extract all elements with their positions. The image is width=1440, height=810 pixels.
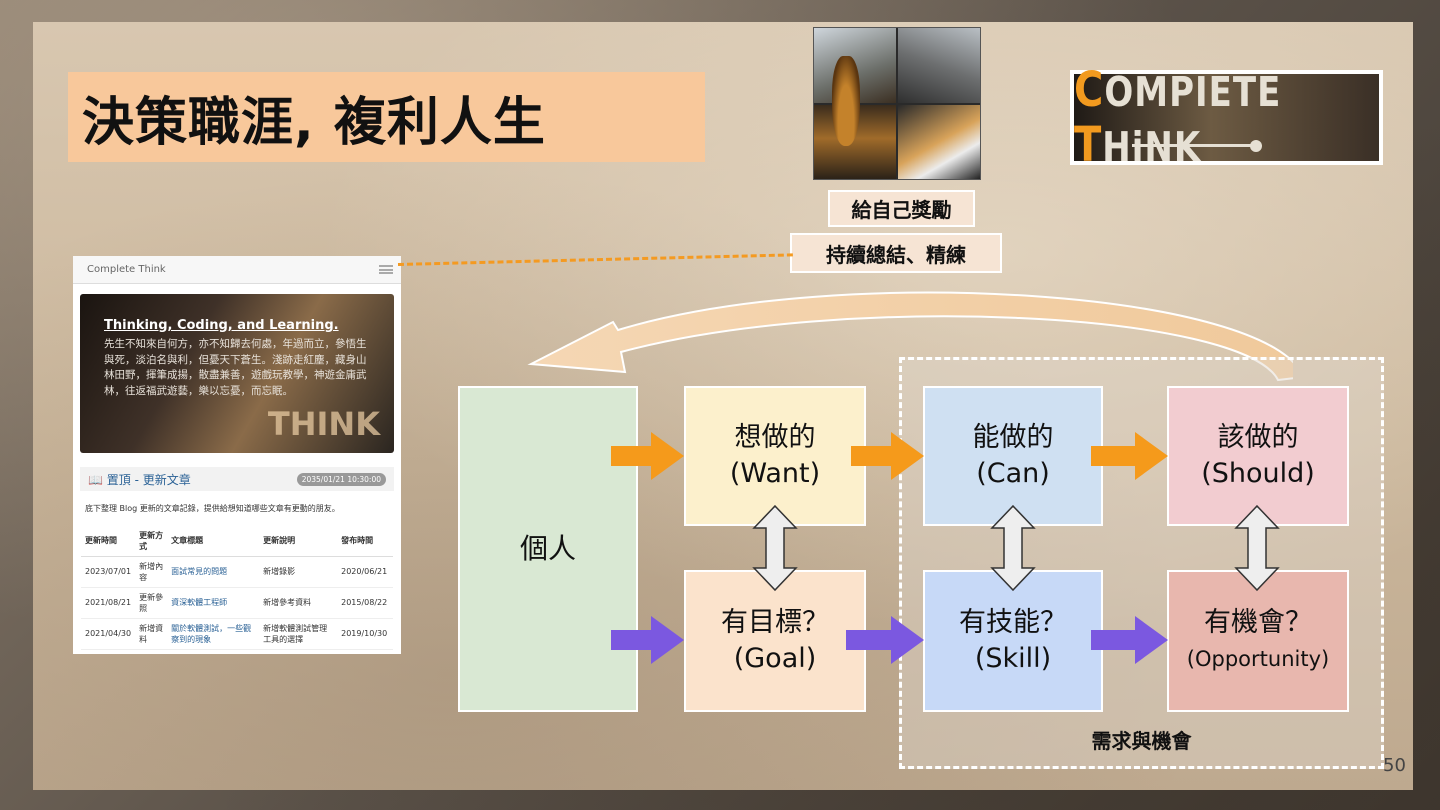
photo-quadrant — [898, 104, 980, 179]
column-header: 文章標題 — [167, 526, 260, 557]
table-cell: 新增參考資料 — [259, 587, 338, 619]
website-screenshot: Complete Think Thinking, Coding, and Lea… — [73, 256, 401, 654]
skill-box: 有技能？ (Skill) — [923, 570, 1103, 712]
photo-quadrant — [898, 28, 980, 103]
can-zh: 能做的 — [972, 422, 1054, 453]
hero-title: Thinking, Coding, and Learning. — [104, 318, 339, 333]
website-navbar: Complete Think — [73, 256, 401, 284]
column-header: 更新時間 — [81, 526, 136, 557]
opportunity-box: 有機會？ (Opportunity) — [1167, 570, 1349, 712]
update-table: 更新時間 更新方式 文章標題 更新說明 發布時間 2023/07/01 新增內容… — [81, 526, 394, 650]
can-box: 能做的 (Can) — [923, 386, 1103, 526]
want-en: (Want) — [729, 458, 821, 489]
goal-zh: 有目標？ — [721, 607, 829, 638]
table-cell: 2020/06/21 — [337, 556, 394, 588]
table-row: 2023/07/01 新增內容 面試常見的問題 新增錄影 2020/06/21 — [81, 556, 394, 588]
summarize-label: 持續總結、精練 — [790, 233, 1002, 273]
slide: 決策職涯, 複利人生 COMPIETE THiNK 給自己獎勵 持續總結、精練 … — [33, 22, 1413, 790]
logo-dot — [1250, 140, 1262, 152]
opportunity-zh: 有機會？ — [1204, 607, 1312, 638]
complete-think-logo: COMPIETE THiNK — [1070, 62, 1383, 173]
page-number: 50 — [1383, 755, 1406, 776]
connector-dashed-line — [397, 253, 793, 266]
column-header: 發布時間 — [337, 526, 394, 557]
section-description: 底下整理 Blog 更新的文章記錄，提供給想知道哪些文章有更動的朋友。 — [85, 504, 340, 513]
should-en: (Should) — [1201, 458, 1315, 489]
goal-box: 有目標？ (Goal) — [684, 570, 866, 712]
should-box: 該做的 (Should) — [1167, 386, 1349, 526]
slide-title: 決策職涯, 複利人生 — [82, 92, 546, 153]
table-cell: 新增內容 — [135, 556, 168, 588]
article-link[interactable]: 關於軟體測試，一些觀察到的現象 — [167, 618, 260, 650]
article-link[interactable]: 面試常見的問題 — [167, 556, 260, 588]
date-badge: 2035/01/21 10:30:00 — [296, 472, 386, 486]
table-cell: 2021/08/21 — [81, 587, 136, 619]
table-row: 2021/04/30 新增資料 關於軟體測試，一些觀察到的現象 新增軟體測試管理… — [81, 618, 394, 650]
table-header-row: 更新時間 更新方式 文章標題 更新說明 發布時間 — [81, 526, 394, 557]
article-link[interactable]: 資深軟體工程師 — [167, 587, 260, 619]
logo-text: COMPIETE THiNK — [1074, 62, 1282, 173]
table-cell: 2023/07/01 — [81, 556, 136, 588]
guitar-photo — [813, 27, 981, 180]
hamburger-menu-icon — [379, 265, 393, 274]
feedback-curve-arrow — [527, 291, 1293, 382]
hero-body: 先生不知來自何方，亦不知歸去何處，年過而立，參悟生與死，淡泊名與利，但憂天下蒼生… — [104, 338, 367, 397]
table-cell: 新增資料 — [135, 618, 168, 650]
table-cell: 2021/04/30 — [81, 618, 136, 650]
skill-en: (Skill) — [974, 643, 1052, 674]
want-zh: 想做的 — [734, 422, 816, 453]
logo-inner: COMPIETE THiNK — [1074, 62, 1379, 173]
table-cell: 新增錄影 — [259, 556, 338, 588]
logo-line — [1132, 144, 1252, 147]
goal-en: (Goal) — [733, 643, 817, 674]
table-cell: 更新參照 — [135, 587, 168, 619]
table-cell: 2015/08/22 — [337, 587, 394, 619]
person-label: 個人 — [519, 532, 576, 565]
should-zh: 該做的 — [1217, 422, 1299, 453]
photo-quadrant — [814, 28, 896, 146]
region-label: 需求與機會 — [1091, 729, 1192, 753]
title-bar: 決策職涯, 複利人生 — [68, 72, 705, 162]
section-title: 📖 置頂 - 更新文章 — [88, 472, 191, 487]
can-en: (Can) — [976, 458, 1050, 489]
table-cell: 2019/10/30 — [337, 618, 394, 650]
table-row: 2021/08/21 更新參照 資深軟體工程師 新增參考資料 2015/08/2… — [81, 587, 394, 619]
reward-label: 給自己獎勵 — [828, 190, 975, 227]
opportunity-en: (Opportunity) — [1186, 647, 1330, 671]
website-hero: Thinking, Coding, and Learning. 先生不知來自何方… — [80, 294, 394, 453]
skill-zh: 有技能？ — [959, 607, 1067, 638]
person-box: 個人 — [458, 386, 638, 712]
website-brand: Complete Think — [87, 264, 166, 275]
pinned-section-header: 📖 置頂 - 更新文章 2035/01/21 10:30:00 — [80, 467, 394, 491]
guitar-icon — [832, 56, 860, 146]
want-box: 想做的 (Want) — [684, 386, 866, 526]
hero-logo-watermark: THINK — [267, 405, 380, 443]
column-header: 更新說明 — [259, 526, 338, 557]
column-header: 更新方式 — [135, 526, 168, 557]
table-cell: 新增軟體測試管理工具的選擇 — [259, 618, 338, 650]
